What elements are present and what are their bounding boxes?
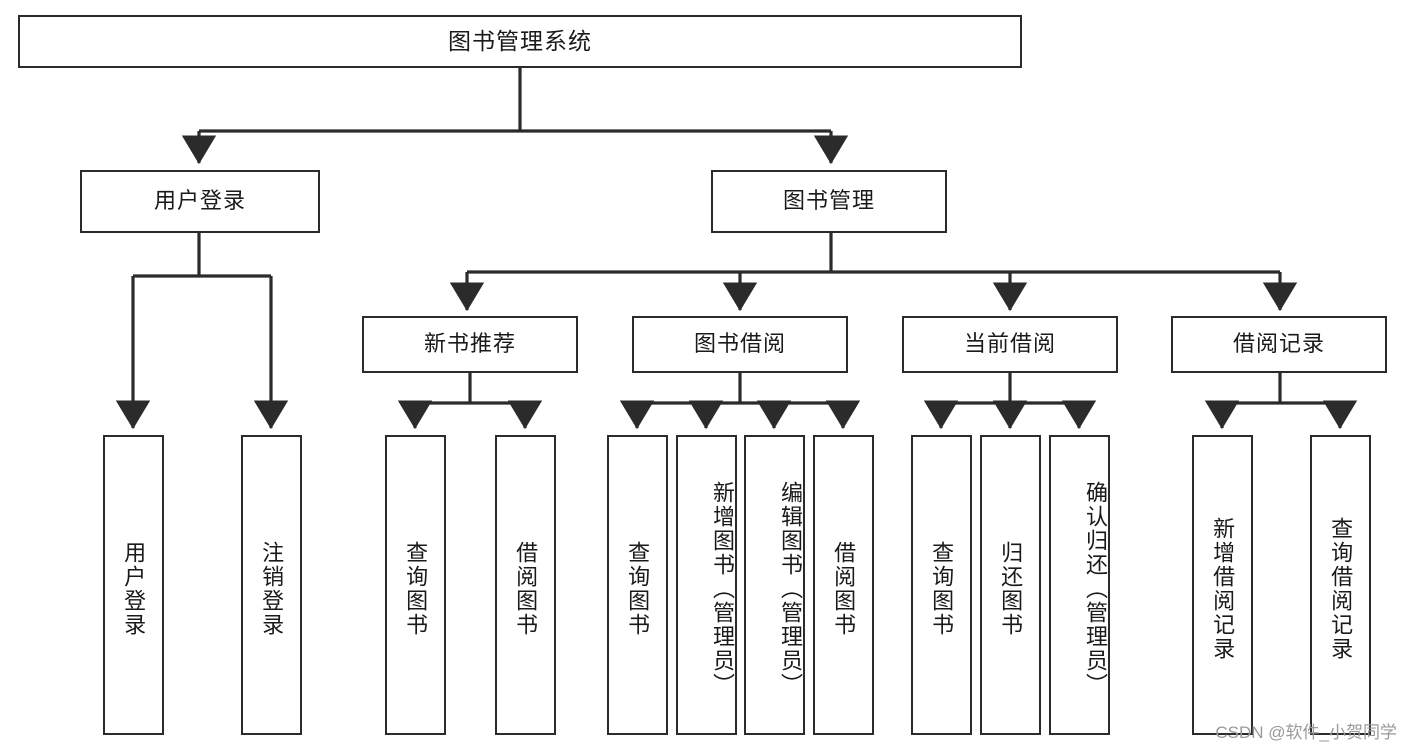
leaf-add-record[interactable]: 新增借阅记录 bbox=[1192, 435, 1253, 735]
node-current-borrow-label: 当前借阅 bbox=[963, 331, 1056, 357]
node-book-borrow-label: 图书借阅 bbox=[693, 331, 786, 357]
leaf-logout-login[interactable]: 注销登录 bbox=[241, 435, 302, 735]
leaf-user-login-label: 用户登录 bbox=[121, 541, 147, 637]
leaf-query-record-label: 查询借阅记录 bbox=[1328, 517, 1354, 661]
node-root[interactable]: 图书管理系统 bbox=[18, 15, 1022, 68]
watermark: CSDN @软件_小贺同学 bbox=[1215, 723, 1397, 742]
node-borrow-record-label: 借阅记录 bbox=[1232, 331, 1325, 357]
leaf-add-book-label: 新增图书（管理员） bbox=[710, 481, 735, 697]
leaf-query-book-2[interactable]: 查询图书 bbox=[607, 435, 668, 735]
leaf-return-book[interactable]: 归还图书 bbox=[980, 435, 1041, 735]
node-borrow-record[interactable]: 借阅记录 bbox=[1171, 316, 1387, 373]
node-new-book-recommend-label: 新书推荐 bbox=[423, 331, 516, 357]
node-user-login[interactable]: 用户登录 bbox=[80, 170, 320, 233]
leaf-borrow-book-1-label: 借阅图书 bbox=[513, 541, 539, 637]
leaf-add-book[interactable]: 新增图书（管理员） bbox=[676, 435, 737, 735]
node-user-login-label: 用户登录 bbox=[153, 188, 246, 214]
node-current-borrow[interactable]: 当前借阅 bbox=[902, 316, 1118, 373]
leaf-edit-book-label: 编辑图书（管理员） bbox=[778, 481, 803, 697]
leaf-query-book-1-label: 查询图书 bbox=[403, 541, 429, 637]
node-book-borrow[interactable]: 图书借阅 bbox=[632, 316, 848, 373]
leaf-logout-login-label: 注销登录 bbox=[259, 541, 285, 637]
leaf-query-record[interactable]: 查询借阅记录 bbox=[1310, 435, 1371, 735]
node-book-manage[interactable]: 图书管理 bbox=[711, 170, 947, 233]
leaf-edit-book[interactable]: 编辑图书（管理员） bbox=[744, 435, 805, 735]
leaf-query-book-3[interactable]: 查询图书 bbox=[911, 435, 972, 735]
leaf-query-book-2-label: 查询图书 bbox=[625, 541, 651, 637]
leaf-borrow-book-2[interactable]: 借阅图书 bbox=[813, 435, 874, 735]
leaf-borrow-book-2-label: 借阅图书 bbox=[831, 541, 857, 637]
node-book-manage-label: 图书管理 bbox=[782, 188, 875, 214]
leaf-confirm-return-label: 确认归还（管理员） bbox=[1083, 481, 1108, 697]
leaf-query-book-1[interactable]: 查询图书 bbox=[385, 435, 446, 735]
leaf-borrow-book-1[interactable]: 借阅图书 bbox=[495, 435, 556, 735]
leaf-user-login[interactable]: 用户登录 bbox=[103, 435, 164, 735]
leaf-return-book-label: 归还图书 bbox=[998, 541, 1024, 637]
leaf-query-book-3-label: 查询图书 bbox=[929, 541, 955, 637]
leaf-confirm-return[interactable]: 确认归还（管理员） bbox=[1049, 435, 1110, 735]
leaf-add-record-label: 新增借阅记录 bbox=[1210, 517, 1236, 661]
node-root-label: 图书管理系统 bbox=[448, 27, 592, 54]
node-new-book-recommend[interactable]: 新书推荐 bbox=[362, 316, 578, 373]
